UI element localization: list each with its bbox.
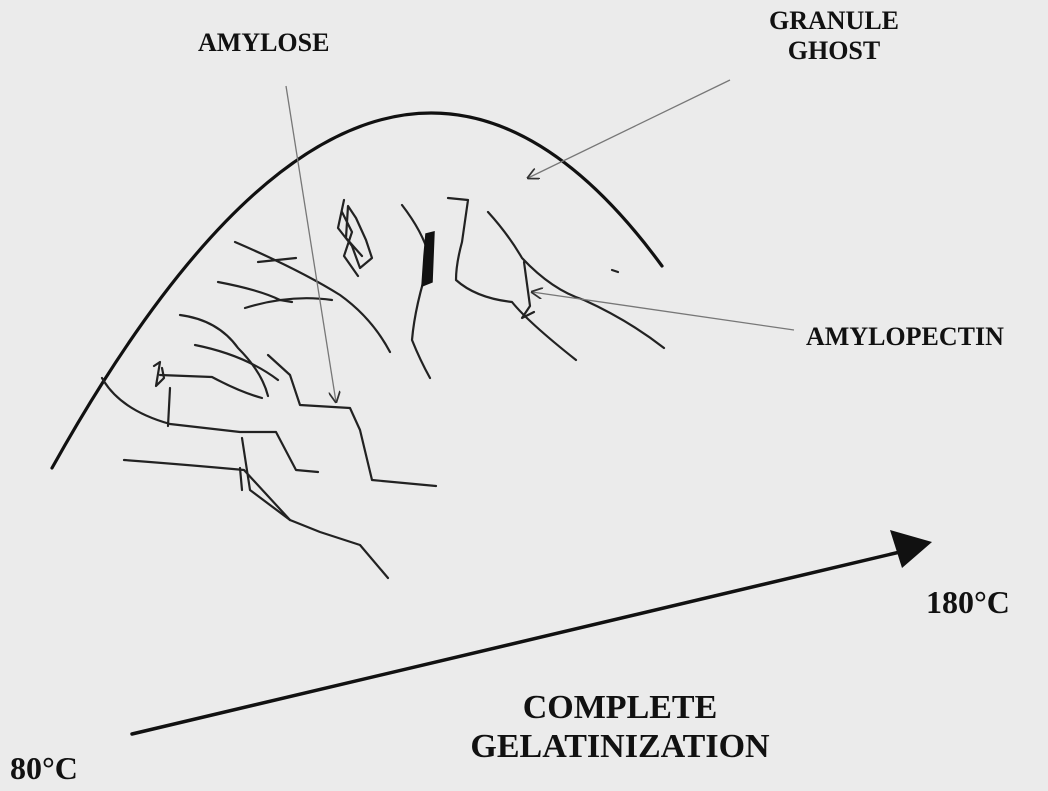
strand — [235, 242, 390, 352]
granule-ghost-pointer — [528, 80, 730, 178]
strand — [240, 468, 242, 490]
complete-gelatinization-line-1: COMPLETE — [440, 688, 800, 727]
granule-ghost-label-line-2: GHOST — [754, 36, 914, 66]
strand-knot — [338, 200, 372, 268]
strand — [168, 388, 170, 426]
complete-gelatinization-line-2: GELATINIZATION — [440, 727, 800, 766]
temperature-arrow-head — [890, 530, 932, 568]
strand — [102, 378, 318, 472]
strand-knot — [154, 362, 164, 386]
amylopectin-label: AMYLOPECTIN — [806, 322, 1004, 352]
polymer-strands — [102, 198, 664, 578]
strand-knot — [522, 262, 534, 318]
temperature-low-label: 80°C — [10, 750, 78, 787]
amylose-label: AMYLOSE — [198, 28, 329, 58]
granule-ghost-label-line-1: GRANULE — [754, 6, 914, 36]
granule-ghost-label: GRANULE GHOST — [754, 6, 914, 66]
strand — [448, 198, 576, 360]
complete-gelatinization-label: COMPLETE GELATINIZATION — [440, 688, 800, 766]
strand — [160, 375, 262, 398]
strand — [612, 270, 618, 272]
amylose-pointer — [286, 86, 336, 402]
strand — [245, 298, 332, 308]
strand — [124, 460, 290, 520]
strand — [195, 345, 278, 380]
strand — [402, 205, 430, 378]
amylopectin-pointer — [532, 292, 794, 330]
temperature-high-label: 180°C — [926, 584, 1010, 621]
